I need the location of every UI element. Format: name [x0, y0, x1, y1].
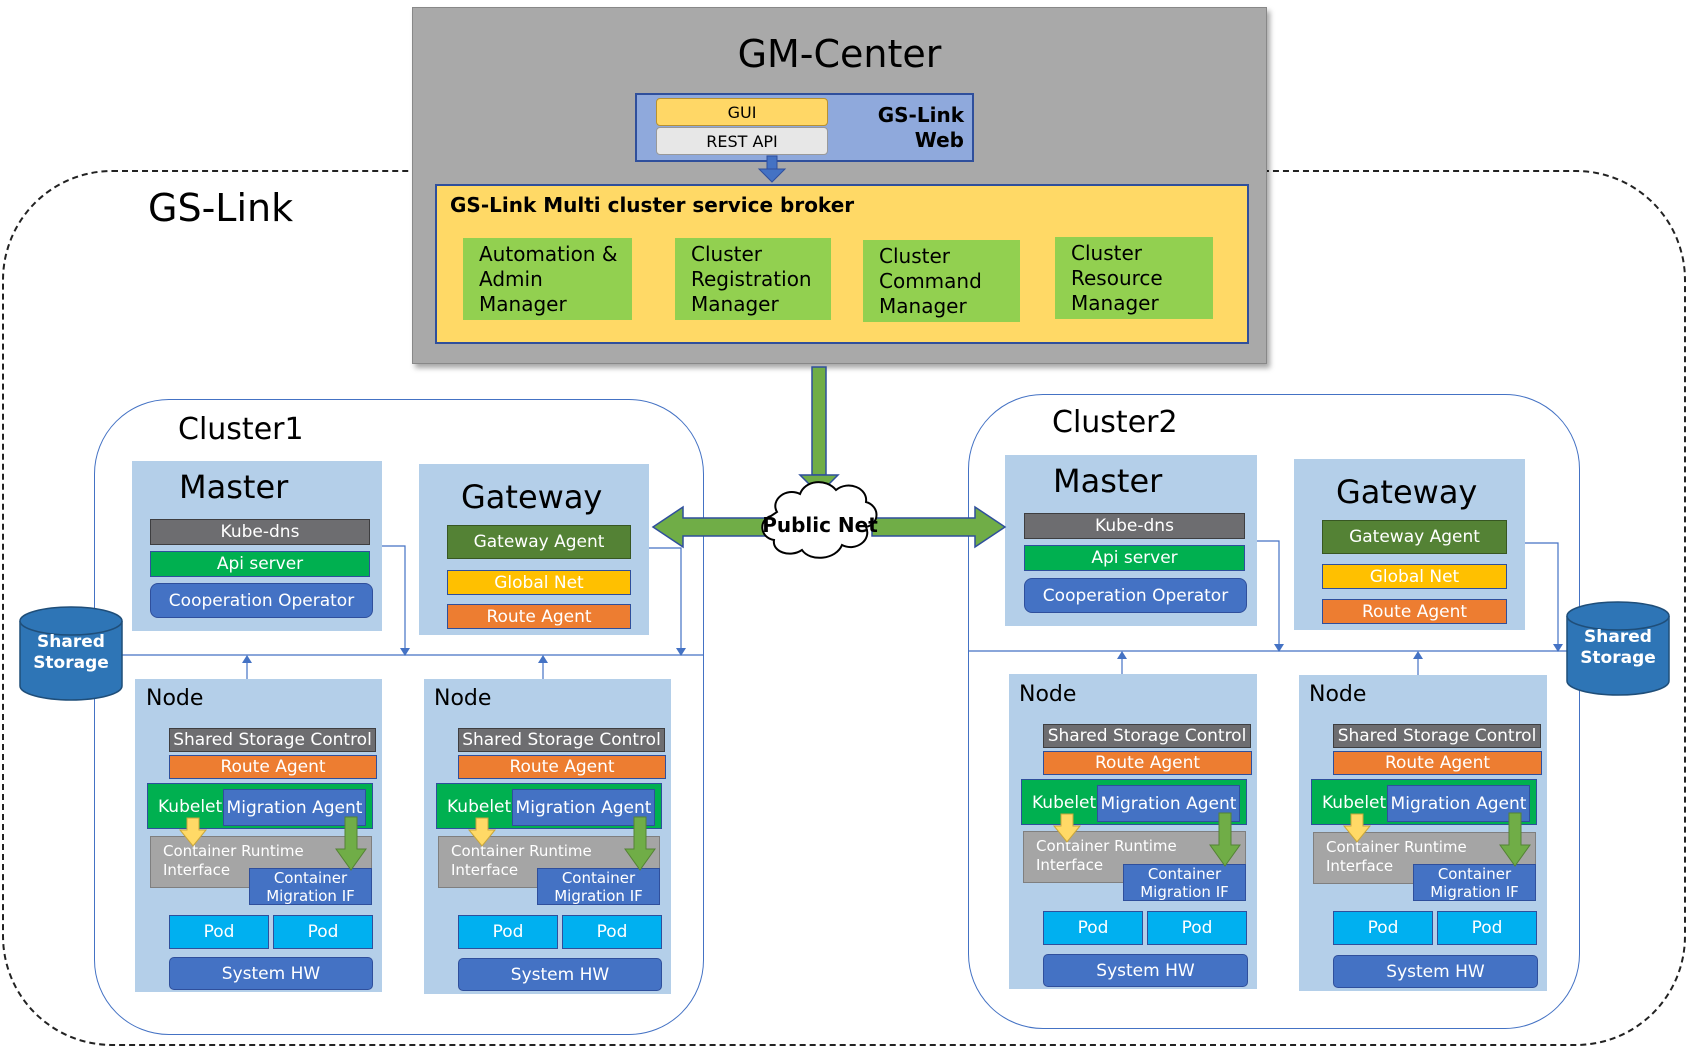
cluster2-node1-title: Node — [1019, 682, 1077, 707]
cluster1-node1-container-migration-if: Container Migration IF — [249, 868, 372, 905]
cluster-registration-manager: Cluster Registration Manager — [675, 238, 831, 320]
cluster2-kube-dns: Kube-dns — [1024, 513, 1245, 539]
cluster2-node2-title: Node — [1309, 682, 1367, 707]
cluster1-gateway-title: Gateway — [461, 478, 603, 516]
cluster1-node2-system-hw: System HW — [458, 958, 662, 991]
cluster2-node1-system-hw: System HW — [1043, 954, 1248, 987]
cluster1-title: Cluster1 — [178, 412, 304, 447]
cluster2-global-net: Global Net — [1322, 564, 1507, 589]
cluster2-api-server: Api server — [1024, 545, 1245, 571]
service-broker-title: GS-Link Multi cluster service broker — [450, 193, 855, 217]
cluster1-node2-pod-1: Pod — [458, 915, 558, 949]
cluster2-cooperation-operator: Cooperation Operator — [1024, 578, 1247, 613]
cluster1-node1-pod-2: Pod — [273, 915, 373, 949]
cluster1-shared-storage-label: Shared Storage — [33, 632, 109, 673]
cluster1-cooperation-operator: Cooperation Operator — [150, 583, 373, 618]
cluster2-title: Cluster2 — [1052, 405, 1178, 440]
cluster2-node2-container-migration-if: Container Migration IF — [1413, 864, 1536, 901]
gslink-title: GS-Link — [148, 186, 294, 230]
cluster2-gateway-route-agent: Route Agent — [1322, 599, 1507, 624]
cluster2-node2-pod-2: Pod — [1437, 911, 1537, 945]
cluster1-api-server: Api server — [150, 551, 370, 577]
cluster1-gateway-agent: Gateway Agent — [447, 525, 631, 559]
cluster2-node1-kubelet: Kubelet — [1032, 793, 1097, 813]
cluster2-node2-system-hw: System HW — [1333, 955, 1538, 988]
cluster2-master-title: Master — [1053, 462, 1163, 500]
cluster1-node2-pod-2: Pod — [562, 915, 662, 949]
cluster2-node2-kubelet: Kubelet — [1322, 793, 1387, 813]
gslink-web-label: GS-Link Web — [877, 103, 964, 152]
rest-api-box: REST API — [656, 127, 828, 155]
cluster2-node2-pod-1: Pod — [1333, 911, 1433, 945]
public-net-label: Public Net — [762, 513, 878, 537]
cluster2-node1-route-agent: Route Agent — [1043, 751, 1252, 775]
cluster1-node1-system-hw: System HW — [169, 957, 373, 990]
cluster1-node1-migration-agent: Migration Agent — [223, 789, 366, 826]
cluster2-node1-container-migration-if: Container Migration IF — [1123, 864, 1246, 901]
cluster2-node2-route-agent: Route Agent — [1333, 751, 1542, 775]
cluster1-node1-kubelet: Kubelet — [158, 797, 223, 817]
cluster1-node2-migration-agent: Migration Agent — [512, 789, 655, 826]
cluster1-node1-pod-1: Pod — [169, 915, 269, 949]
cluster1-node2-shared-storage-control: Shared Storage Control — [458, 728, 665, 752]
cluster2-node2-migration-agent: Migration Agent — [1387, 785, 1530, 822]
cluster1-node2-kubelet: Kubelet — [447, 797, 512, 817]
cluster1-global-net: Global Net — [447, 570, 631, 595]
cluster2-gateway-title: Gateway — [1336, 473, 1478, 511]
cluster1-master-title: Master — [179, 468, 289, 506]
cluster2-node1-shared-storage-control: Shared Storage Control — [1043, 724, 1251, 748]
cluster1-gateway-route-agent: Route Agent — [447, 604, 631, 629]
cluster1-node1-title: Node — [146, 686, 204, 711]
cluster1-node1-shared-storage-control: Shared Storage Control — [169, 728, 376, 752]
cluster1-node1-route-agent: Route Agent — [169, 755, 377, 779]
cluster1-kube-dns: Kube-dns — [150, 519, 370, 545]
cluster2-node1-pod-1: Pod — [1043, 911, 1143, 945]
cluster1-node2-title: Node — [434, 686, 492, 711]
cluster1-node2-container-migration-if: Container Migration IF — [537, 868, 660, 905]
cluster2-node2-shared-storage-control: Shared Storage Control — [1333, 724, 1541, 748]
gm-center-title: GM-Center — [737, 32, 942, 76]
gui-box: GUI — [656, 98, 828, 126]
cluster2-shared-storage-label: Shared Storage — [1580, 627, 1656, 668]
cluster2-gateway-agent: Gateway Agent — [1322, 520, 1507, 554]
cluster2-node1-migration-agent: Migration Agent — [1097, 785, 1240, 822]
cluster-command-manager: Cluster Command Manager — [863, 240, 1020, 322]
automation-admin-manager: Automation & Admin Manager — [463, 238, 632, 320]
cluster1-node2-route-agent: Route Agent — [458, 755, 666, 779]
cluster2-node1-pod-2: Pod — [1147, 911, 1247, 945]
cluster-resource-manager: Cluster Resource Manager — [1055, 237, 1213, 319]
